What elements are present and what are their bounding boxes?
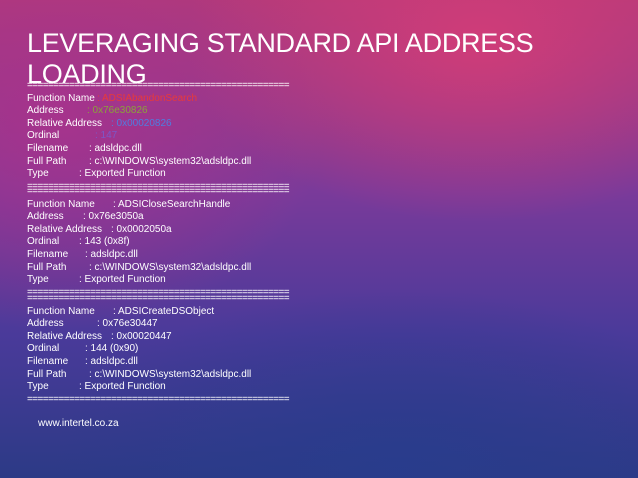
ordinal-label: Ordinal [27,343,60,355]
ordinal-label: Ordinal [27,130,60,142]
relative-address-label: Relative Address [27,330,103,342]
type-row: Type : Exported Function [27,274,327,287]
ordinal-row: Ordinal : 143 (0x8f) [27,236,327,249]
filename-row: Filename : adsldpc.dll [27,143,327,156]
relative-address-label: Relative Address [27,223,103,235]
address-value: : 0x76e30447 [97,318,158,330]
full-path-value: : c:\WINDOWS\system32\adsldpc.dll [89,368,252,380]
filename-row: Filename : adsldpc.dll [27,356,327,369]
address-value: : 0x76e3050a [83,211,144,223]
full-path-label: Full Path [27,261,67,273]
ordinal-row: Ordinal : 144 (0x90) [27,343,327,356]
type-row: Type : Exported Function [27,168,327,181]
footer-website: www.intertel.co.za [38,418,119,429]
relative-address-row: Relative Address : 0x00020826 [27,118,327,131]
ordinal-value: : 144 (0x90) [85,343,139,355]
relative-address-value: : 0x00020826 [111,117,172,129]
type-value: : Exported Function [79,381,166,393]
type-value: : Exported Function [79,274,166,286]
relative-address-value: : 0x0002050a [111,223,172,235]
full-path-row: Full Path : c:\WINDOWS\system32\adsldpc.… [27,156,327,169]
ordinal-label: Ordinal [27,236,60,248]
function-name-row: Function Name : ADSIAbandonSearch [27,93,327,106]
api-entry-1: ========================================… [27,80,327,193]
address-row: Address : 0x76e30826 [27,105,327,118]
function-name-row: Function Name : ADSICreateDSObject [27,306,327,319]
ordinal-value: : 147 [95,130,118,142]
address-label: Address [27,318,64,330]
type-label: Type [27,168,49,180]
filename-label: Filename [27,355,69,367]
filename-value: : adsldpc.dll [85,355,138,367]
filename-label: Filename [27,248,69,260]
address-label: Address [27,105,64,117]
relative-address-label: Relative Address [27,117,103,129]
type-value: : Exported Function [79,168,166,180]
full-path-value: : c:\WINDOWS\system32\adsldpc.dll [89,155,252,167]
address-label: Address [27,211,64,223]
separator: ========================================… [27,186,290,197]
full-path-label: Full Path [27,368,67,380]
function-name-value: : ADSIAbandonSearch [97,92,198,104]
separator: ========================================… [27,180,290,192]
full-path-row: Full Path : c:\WINDOWS\system32\adsldpc.… [27,262,327,275]
address-row: Address : 0x76e30447 [27,318,327,331]
filename-label: Filename [27,142,69,154]
function-name-label: Function Name [27,92,95,104]
separator: ========================================… [27,293,290,304]
function-name-value: : ADSICloseSearchHandle [113,198,231,210]
filename-row: Filename : adsldpc.dll [27,249,327,262]
full-path-row: Full Path : c:\WINDOWS\system32\adsldpc.… [27,369,327,382]
api-entry-2: ========================================… [27,186,327,299]
function-name-label: Function Name [27,305,95,317]
relative-address-row: Relative Address : 0x0002050a [27,224,327,237]
filename-value: : adsldpc.dll [85,248,138,260]
function-name-row: Function Name : ADSICloseSearchHandle [27,199,327,212]
full-path-label: Full Path [27,155,67,167]
type-label: Type [27,381,49,393]
filename-value: : adsldpc.dll [89,142,142,154]
function-name-label: Function Name [27,198,95,210]
type-label: Type [27,274,49,286]
api-entry-3: ========================================… [27,293,327,406]
type-row: Type : Exported Function [27,381,327,394]
relative-address-row: Relative Address : 0x00020447 [27,331,327,344]
relative-address-value: : 0x00020447 [111,330,172,342]
ordinal-value: : 143 (0x8f) [79,236,130,248]
slide-title: LEVERAGING STANDARD API ADDRESS LOADING [27,28,534,89]
address-row: Address : 0x76e3050a [27,211,327,224]
function-name-value: : ADSICreateDSObject [113,305,215,317]
separator: ========================================… [27,286,290,298]
separator: ========================================… [27,80,290,91]
ordinal-row: Ordinal : 147 [27,130,327,143]
address-value: : 0x76e30826 [87,105,148,117]
full-path-value: : c:\WINDOWS\system32\adsldpc.dll [89,261,252,273]
separator: ========================================… [27,393,290,405]
